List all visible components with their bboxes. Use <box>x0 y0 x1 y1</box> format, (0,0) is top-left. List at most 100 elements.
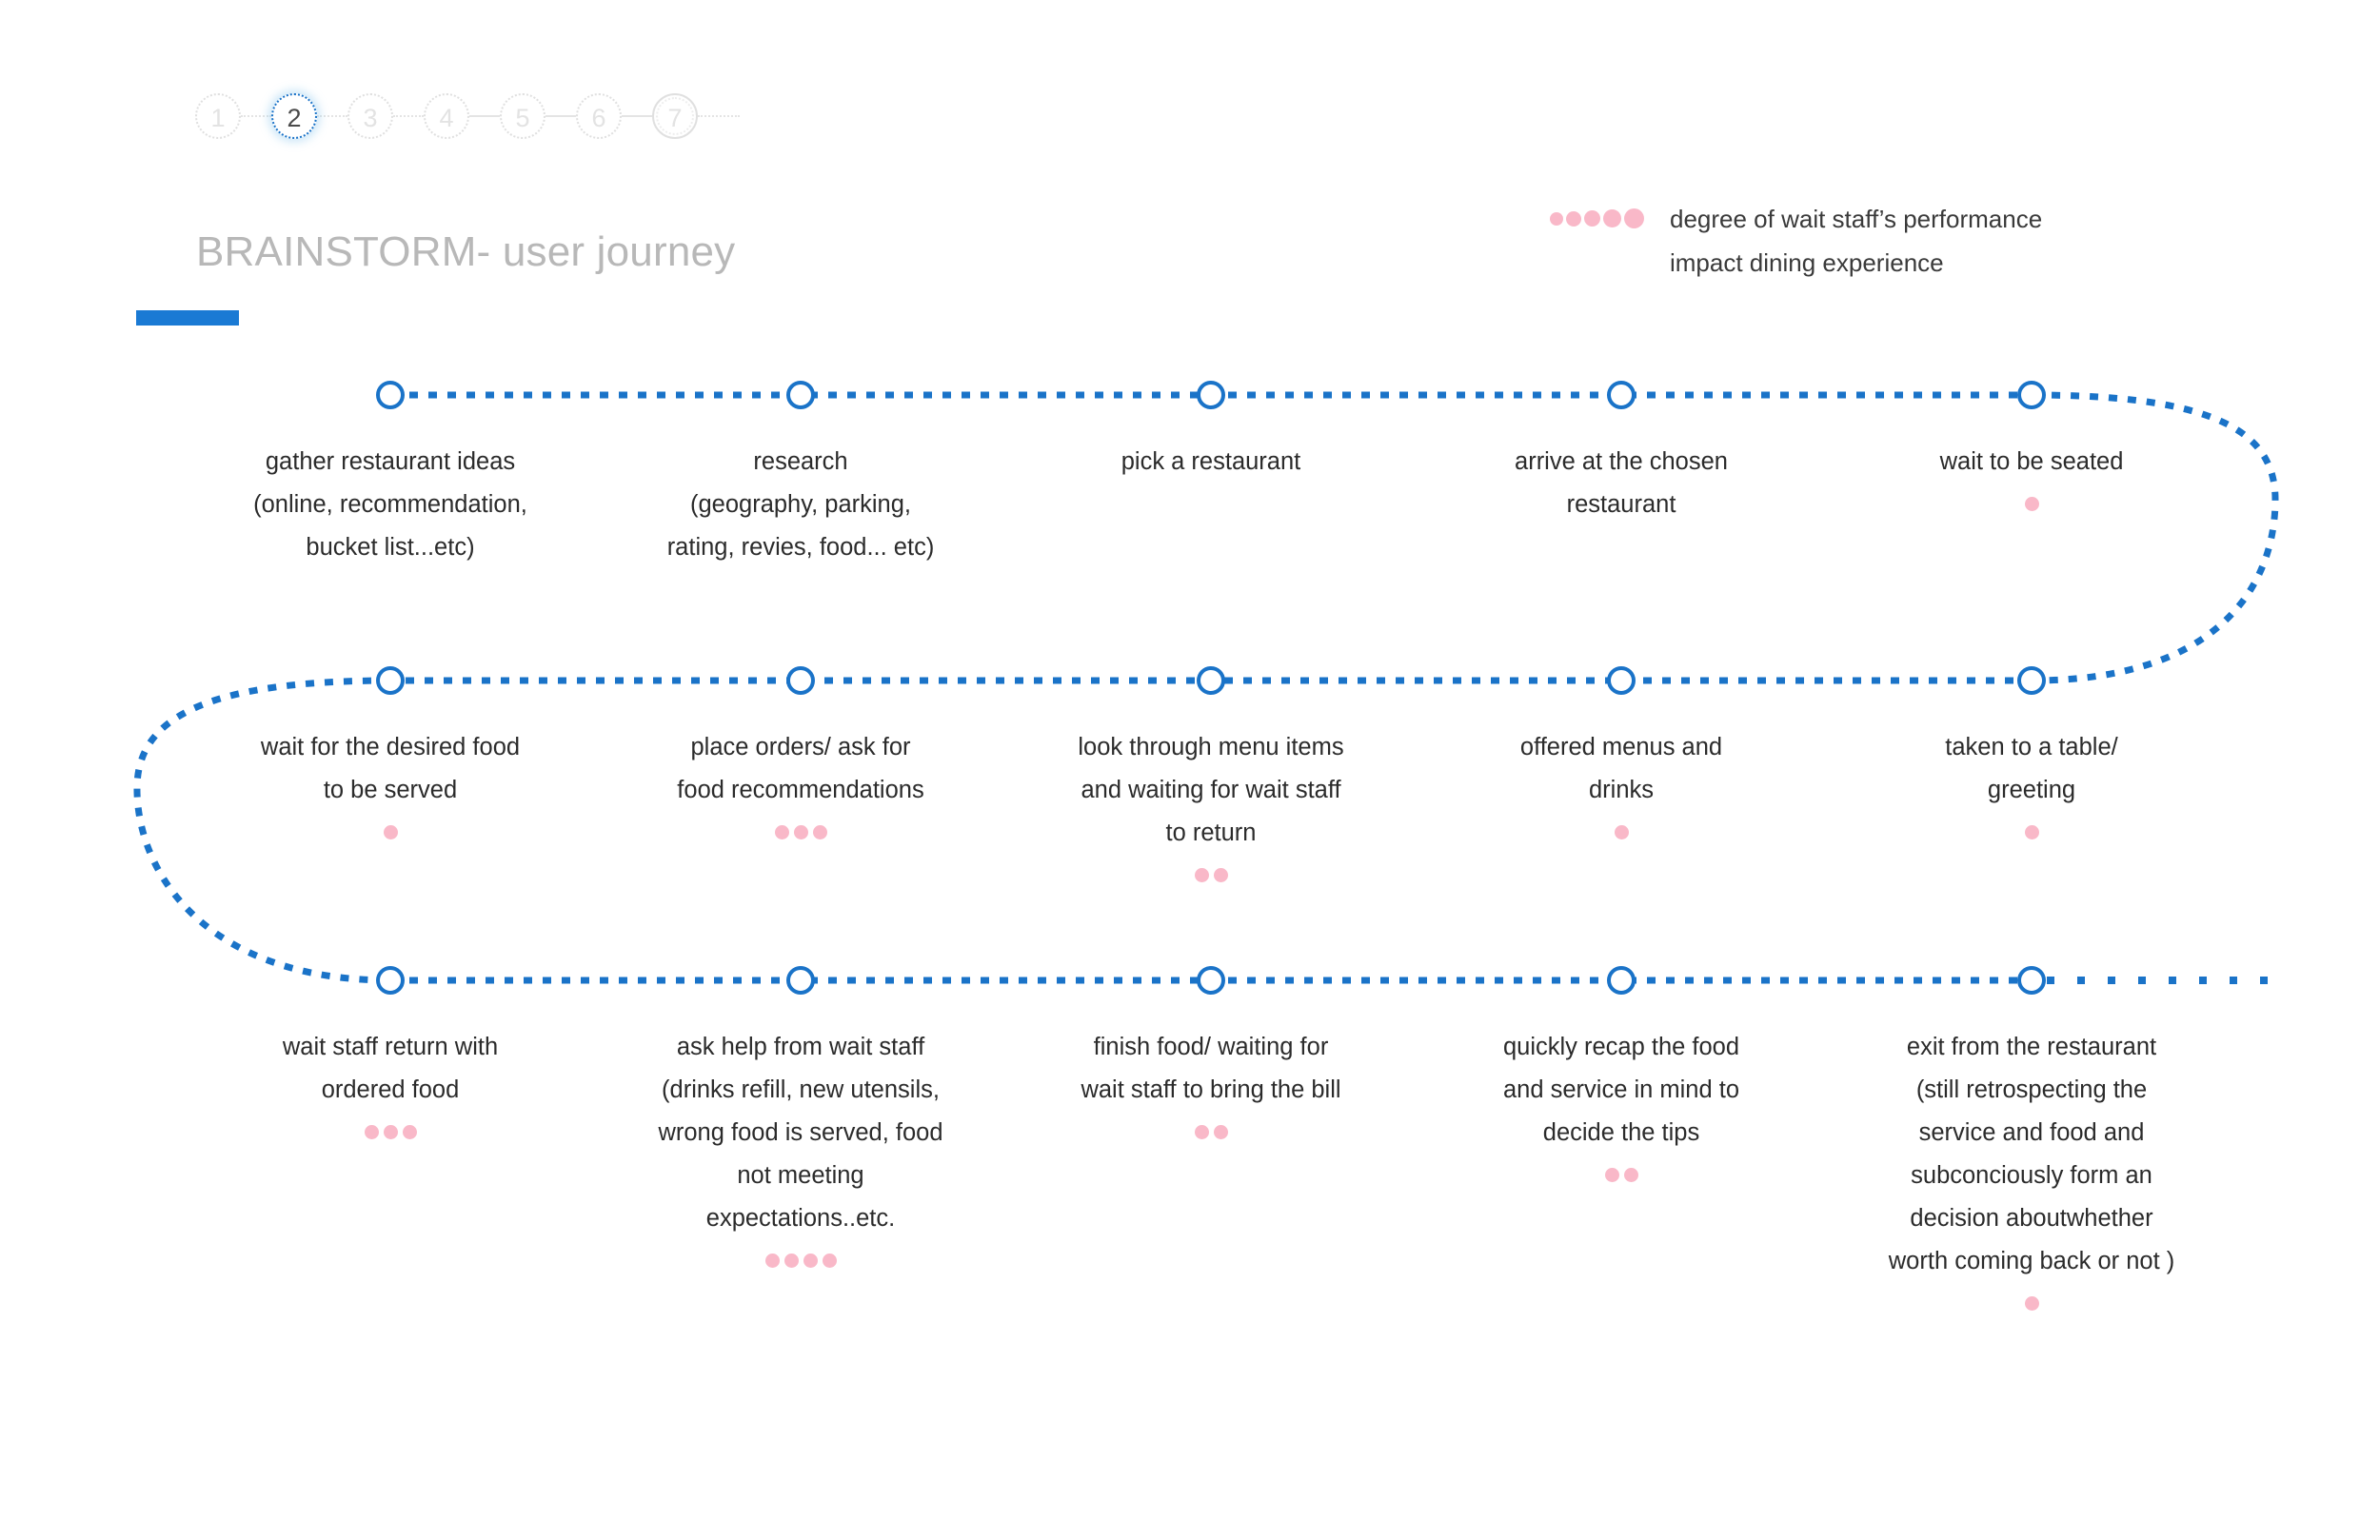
step-indicator-node-2[interactable]: 2 <box>271 93 317 139</box>
impact-rating-dots <box>1021 868 1401 882</box>
journey-step-r0-c4: wait to be seated <box>1841 441 2222 511</box>
journey-step-label: finish food/ waiting for wait staff to b… <box>1081 1034 1341 1103</box>
impact-dot <box>783 1254 799 1268</box>
legend-dot <box>1603 209 1621 227</box>
journey-node-r2-c4[interactable] <box>2017 966 2046 995</box>
journey-step-r1-c0: wait for the desired food to be served <box>200 726 581 839</box>
title-underline-bar <box>136 310 239 326</box>
impact-rating-dots <box>1431 1168 1812 1182</box>
impact-dot <box>1213 868 1228 882</box>
journey-node-r2-c0[interactable] <box>376 966 405 995</box>
impact-dot <box>383 1125 398 1139</box>
journey-step-r2-c4: exit from the restaurant (still retrospe… <box>1841 1026 2222 1311</box>
impact-rating-dots <box>1841 497 2222 511</box>
legend-dot <box>1550 211 1563 226</box>
journey-step-r1-c1: place orders/ ask for food recommendatio… <box>610 726 991 839</box>
legend-label: degree of wait staff’s performance impac… <box>1670 205 2043 277</box>
journey-step-label: wait for the desired food to be served <box>260 734 521 803</box>
journey-step-label: wait staff return with ordered food <box>282 1034 499 1103</box>
legend-dot <box>1566 210 1581 227</box>
journey-step-label: quickly recap the food and service in mi… <box>1502 1034 1740 1146</box>
legend-dot <box>1584 210 1600 227</box>
step-connector-5 <box>545 115 576 117</box>
journey-node-r0-c4[interactable] <box>2017 381 2046 409</box>
journey-step-label: pick a restaurant <box>1121 448 1301 475</box>
step-connector-tail <box>698 115 740 117</box>
impact-rating-dots <box>200 825 581 839</box>
journey-step-label: exit from the restaurant (still retrospe… <box>1888 1034 2175 1274</box>
legend-dots <box>1550 197 1644 228</box>
step-connector-3 <box>393 115 424 117</box>
impact-rating-dots <box>1841 1296 2222 1311</box>
journey-step-r0-c3: arrive at the chosen restaurant <box>1431 441 1812 526</box>
journey-step-label: place orders/ ask for food recommendatio… <box>677 734 924 803</box>
step-connector-4 <box>469 115 500 117</box>
journey-step-label: arrive at the chosen restaurant <box>1515 448 1728 518</box>
impact-rating-dots <box>1431 825 1812 839</box>
journey-step-label: look through menu items and waiting for … <box>1078 734 1344 846</box>
journey-step-r1-c4: taken to a table/ greeting <box>1841 726 2222 839</box>
journey-step-label: research (geography, parking, rating, re… <box>666 448 935 561</box>
journey-node-r1-c3[interactable] <box>1607 666 1636 695</box>
journey-step-label: taken to a table/ greeting <box>1945 734 2118 803</box>
legend: degree of wait staff’s performance impac… <box>1550 197 2042 285</box>
impact-dot <box>1623 1168 1638 1182</box>
journey-node-r2-c3[interactable] <box>1607 966 1636 995</box>
journey-step-r2-c2: finish food/ waiting for wait staff to b… <box>1021 1026 1401 1139</box>
impact-dot <box>1194 1125 1209 1139</box>
impact-dot <box>1604 1168 1619 1182</box>
impact-dot <box>1614 825 1629 839</box>
journey-step-r0-c2: pick a restaurant <box>1021 441 1401 484</box>
impact-rating-dots <box>610 1254 991 1268</box>
journey-step-r2-c3: quickly recap the food and service in mi… <box>1431 1026 1812 1182</box>
journey-node-r0-c0[interactable] <box>376 381 405 409</box>
journey-node-r1-c0[interactable] <box>376 666 405 695</box>
impact-dot <box>402 1125 417 1139</box>
journey-node-r0-c1[interactable] <box>786 381 815 409</box>
impact-dot <box>1213 1125 1228 1139</box>
journey-node-r1-c2[interactable] <box>1197 666 1225 695</box>
step-connector-1 <box>241 115 271 117</box>
step-indicator-node-7[interactable]: 7 <box>652 93 698 139</box>
journey-step-r1-c2: look through menu items and waiting for … <box>1021 726 1401 882</box>
step-indicator-node-6[interactable]: 6 <box>576 93 622 139</box>
impact-dot <box>1194 868 1209 882</box>
journey-node-r0-c2[interactable] <box>1197 381 1225 409</box>
journey-node-r2-c2[interactable] <box>1197 966 1225 995</box>
step-indicator-node-3[interactable]: 3 <box>347 93 393 139</box>
journey-node-r1-c1[interactable] <box>786 666 815 695</box>
journey-step-r0-c0: gather restaurant ideas (online, recomme… <box>200 441 581 569</box>
journey-step-r2-c1: ask help from wait staff (drinks refill,… <box>610 1026 991 1268</box>
impact-dot <box>764 1254 780 1268</box>
impact-dot <box>793 825 808 839</box>
step-indicator-node-4[interactable]: 4 <box>424 93 469 139</box>
journey-step-r2-c0: wait staff return with ordered food <box>200 1026 581 1139</box>
impact-dot <box>812 825 827 839</box>
step-connector-6 <box>622 115 652 117</box>
impact-rating-dots <box>1021 1125 1401 1139</box>
impact-dot <box>364 1125 379 1139</box>
journey-step-label: ask help from wait staff (drinks refill,… <box>658 1034 943 1232</box>
impact-dot <box>822 1254 837 1268</box>
impact-dot <box>2024 497 2039 511</box>
step-indicator-node-5[interactable]: 5 <box>500 93 545 139</box>
journey-step-label: gather restaurant ideas (online, recomme… <box>253 448 527 561</box>
impact-rating-dots <box>1841 825 2222 839</box>
impact-dot <box>2024 825 2039 839</box>
step-indicator-node-1[interactable]: 1 <box>195 93 241 139</box>
legend-dot <box>1624 208 1644 228</box>
page-title: BRAINSTORM- user journey <box>196 228 736 275</box>
journey-node-r1-c4[interactable] <box>2017 666 2046 695</box>
journey-step-r0-c1: research (geography, parking, rating, re… <box>610 441 991 569</box>
impact-dot <box>774 825 789 839</box>
journey-step-label: wait to be seated <box>1939 448 2124 475</box>
step-connector-2 <box>317 115 347 117</box>
journey-node-r0-c3[interactable] <box>1607 381 1636 409</box>
journey-node-r2-c1[interactable] <box>786 966 815 995</box>
impact-dot <box>2024 1296 2039 1311</box>
impact-rating-dots <box>200 1125 581 1139</box>
journey-step-r1-c3: offered menus and drinks <box>1431 726 1812 839</box>
impact-rating-dots <box>610 825 991 839</box>
impact-dot <box>803 1254 818 1268</box>
